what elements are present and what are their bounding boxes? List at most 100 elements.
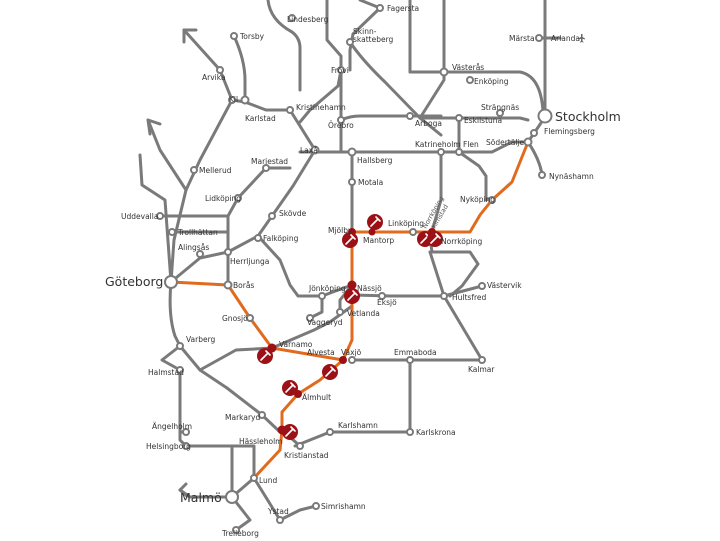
label-eskilstuna: Eskilstuna [464,116,502,125]
station-nynashamn-dot [538,171,546,179]
label-helsingborg: Helsingborg [146,442,191,451]
station-karlstad-dot [228,96,236,104]
station-lund-dot [250,474,258,482]
label-trollhattan: Trollhättan [177,228,218,237]
station-lidkoping-dot [234,194,242,202]
label-nynashamn: Nynäshamn [549,172,594,181]
label-vaggeryd: Vaggeryd [307,318,343,327]
rail-nassjo-eksjo [350,293,446,298]
rail-markaryd [225,386,282,434]
label-fagersta: Fagersta [387,4,419,13]
label-strangnas: Strängnäs [481,103,519,112]
station-hallsberg-dot [347,147,357,157]
label-vetlanda: Vetlanda [347,309,380,318]
label-goteborg: Göteborg [105,274,163,289]
label-mariestad: Mariestad [251,157,288,166]
station-hultsfred-dot [440,292,448,300]
rail-lund-hassleholm [230,444,256,480]
label-alingsas: Alingsås [178,243,209,252]
label-emmaboda: Emmaboda [394,348,437,357]
station-linkoping-dot [409,228,417,236]
station-karlskrona-dot [406,428,414,436]
rail-mariestad-lidkoping [226,166,268,254]
station-strangnas-dot [496,109,504,117]
work-icon [342,232,358,248]
route-goteborg-boras [169,280,230,287]
rail-vasteras-arboga [418,70,446,120]
label-angelholm: Ängelholm [152,422,192,431]
label-frovi: Frövi [331,66,349,75]
label-trelleborg: Trelleborg [221,529,259,538]
label-arlanda: Arlanda [551,34,580,43]
station-eskilstuna-dot [455,114,463,122]
station-stockholm-dot [537,108,553,124]
station-markaryd-dot [258,411,266,419]
label-eksjo: Eksjö [377,298,397,307]
label-vaxjo: Växjö [341,348,362,357]
station-frovi-dot [337,66,345,74]
label-falkoping: Falköping [263,234,299,243]
label-boras: Borås [233,281,254,290]
label-karlstad: Karlstad [245,114,276,123]
work-icon [282,424,298,440]
label-alvesta: Alvesta [307,348,335,357]
label-orebro: Örebro [328,121,354,130]
station-kalmar-dot [478,356,486,364]
label-hallsberg: Hallsberg [357,156,393,165]
label-enkoping: Enköping [474,77,509,86]
station-uddevalla-dot [156,212,164,220]
label-lund: Lund [259,476,278,485]
station-vasteras-dot [439,67,449,77]
rail-torsby [232,34,247,104]
station-emmaboda-dot [406,356,414,364]
label-torsby: Torsby [239,32,265,41]
rail-karlstad-kristinehamn [243,100,317,152]
station-trollhattan-dot [168,228,176,236]
label-malmo: Malmö [180,490,222,505]
station-arvika-dot [216,66,224,74]
label-vasteras: Västerås [452,63,484,72]
work-icon [282,380,298,396]
rail-flen-nykoping [457,150,494,202]
labels: Lindesberg Fagersta Skinn- skatteberg To… [105,4,621,538]
station-skovde-dot [268,212,276,220]
station-halmstad-dot [176,366,184,374]
label-markaryd: Markaryd [225,413,260,422]
label-lindesberg: Lindesberg [287,15,329,24]
rail-karlshamn [293,430,412,448]
arrow-west-malmo [178,482,189,498]
label-linkoping: Linköping [388,219,424,228]
station-simrishamn-dot [312,502,320,510]
label-flen: Flen [463,140,479,149]
station-torsby-dot [230,32,238,40]
label-herrljunga: Herrljunga [230,257,269,266]
station-flen-dot [455,148,463,156]
label-karlshamn: Karlshamn [338,421,378,430]
label-varnamo: Värnamo [279,340,313,349]
label-varberg: Varberg [186,335,216,344]
station-kil-dot [240,95,250,105]
label-almhult: Älmhult [302,393,331,402]
label-lidkoping: Lidköping [205,194,241,203]
work-icon [257,348,273,364]
label-nykoping: Nyköping [460,195,495,204]
rail-falkoping-jonkoping [256,234,354,298]
label-kristinehamn: Kristinehamn [296,103,346,112]
station-vetlanda-dot [336,308,344,316]
rail-skinnskatteberg-arboga [348,40,443,137]
work-icons [257,214,443,440]
station-vaxjo-dot [348,356,356,364]
label-mjolby: Mjölby [328,226,353,235]
rail-katrineholm-norrkoping [428,150,443,240]
label-arvika: Arvika [202,73,226,82]
station-helsingborg-dot [182,442,190,450]
station-skinnskatteberg-dot [346,38,354,46]
label-skovde: Skövde [279,209,307,218]
route-stockholm-nykoping [430,140,530,234]
label-jonkoping: Jönköping [308,284,346,293]
rail-vastervik-diamond [428,250,480,298]
station-boras-dot [223,280,233,290]
route-varnamo-alvesta [270,346,345,362]
label-nassjo: Nässjö [357,284,382,293]
rail-mellerud-side [146,118,188,192]
